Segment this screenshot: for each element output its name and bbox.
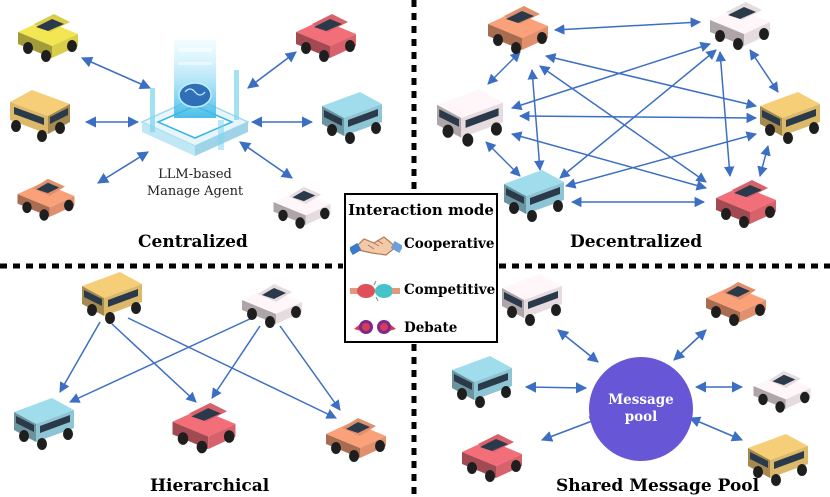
car-decentralized-suv [437, 89, 503, 147]
shared-pool-arrows [524, 329, 744, 442]
car-pool-orange [706, 282, 766, 326]
agent-label-line1: LLM-based [158, 167, 232, 182]
llm-manage-agent-chip-icon [140, 40, 250, 156]
car-decentralized-orange [488, 6, 548, 54]
boxing-gloves-icon [350, 280, 400, 302]
car-centralized-orange [17, 178, 75, 221]
car-decentralized-white [710, 2, 770, 50]
car-hierarchical-tan [82, 272, 142, 324]
car-hierarchical-orange [326, 418, 386, 462]
shared-pool-title: Shared Message Pool [556, 476, 760, 496]
car-hierarchical-red [172, 402, 236, 454]
handshake-icon [350, 236, 402, 256]
hierarchical-title: Hierarchical [150, 476, 270, 496]
legend-label-debate: Debate [404, 320, 458, 336]
car-decentralized-tan [760, 92, 820, 144]
legend-label-competitive: Competitive [404, 282, 496, 298]
car-centralized-tan [10, 90, 70, 142]
car-decentralized-blue [504, 170, 564, 222]
legend-label-cooperative: Cooperative [404, 236, 495, 252]
legend-item-cooperative: Cooperative [350, 229, 498, 259]
hierarchical-arrows [59, 317, 341, 419]
car-hierarchical-blue [14, 398, 74, 450]
legend-item-competitive: Competitive [350, 275, 498, 305]
vehicles [10, 2, 820, 486]
centralized-arrows [80, 51, 314, 184]
car-centralized-white [273, 186, 331, 229]
car-centralized-yellow [18, 14, 78, 62]
car-centralized-blue [322, 92, 382, 144]
car-hierarchical-white [242, 284, 302, 328]
car-pool-red [462, 434, 522, 482]
car-pool-white [502, 274, 562, 326]
pool-line2: pool [624, 409, 658, 425]
decentralized-arrows [485, 17, 779, 208]
car-centralized-red [296, 14, 356, 62]
car-pool-white2 [753, 370, 811, 413]
car-decentralized-red [716, 180, 776, 228]
agent-label: LLM-based Manage Agent [130, 166, 260, 200]
decentralized-title: Decentralized [570, 232, 703, 252]
legend-item-debate: Debate [350, 313, 498, 343]
car-pool-blue [452, 356, 512, 408]
message-pool: Message pool [589, 357, 693, 461]
interaction-mode-legend: Interaction mode Cooperative Competitive [344, 193, 498, 343]
centralized-title: Centralized [138, 232, 248, 252]
megaphone-icon [354, 320, 396, 334]
car-pool-tan [748, 434, 808, 486]
legend-title: Interaction mode [348, 201, 494, 219]
agent-label-line2: Manage Agent [146, 184, 244, 199]
pool-line1: Message [608, 392, 674, 408]
